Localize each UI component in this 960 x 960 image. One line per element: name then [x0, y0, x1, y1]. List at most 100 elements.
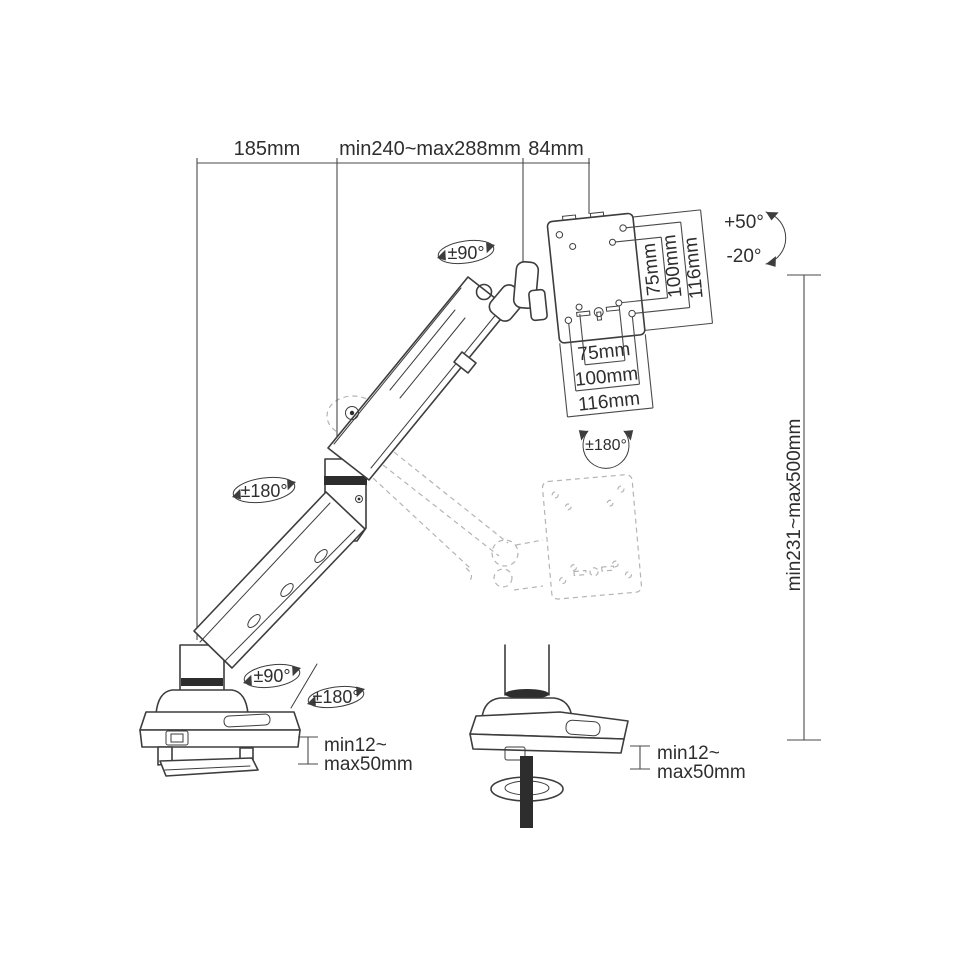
head-swivel-arrow-left [437, 249, 446, 261]
elbow-rotation-arrow-left [232, 488, 241, 500]
clamp-top-face [139, 711, 301, 731]
base-rotate-arc [307, 685, 365, 709]
plate-rotation-arrow-left [578, 430, 588, 441]
tilt-label-down: -20° [726, 246, 761, 267]
base-swivel-arrow-right [292, 665, 301, 677]
lower-arm [193, 491, 366, 669]
plate-slot-right [605, 305, 621, 312]
grommet-usb-port-icon [504, 746, 526, 761]
clamp-thickness-left-line1: min12~ [324, 735, 387, 756]
clamp-jaw-edge [164, 765, 251, 771]
clamp-front-face [139, 729, 301, 748]
plate-rotation-label: ±180° [585, 437, 627, 454]
base-rotate-label: ±180° [312, 687, 359, 707]
base-post-ring [181, 678, 223, 686]
upper-arm-lower-screw-dot [349, 410, 355, 416]
dim-label-185mm: 185mm [234, 138, 301, 160]
head-swivel-arrow-right [486, 242, 495, 254]
base-swivel-arc [243, 663, 301, 689]
grommet-top-face [469, 711, 629, 740]
lower-arm-screw-slots [247, 549, 328, 628]
ghost-plate-keyhole [589, 567, 599, 577]
vesa-plate [546, 212, 646, 344]
elbow-rotation-label: ±180° [240, 481, 287, 501]
clamp-thickness-right-line2: max50mm [657, 762, 746, 783]
arm-assembly [193, 260, 548, 669]
clamp-top-slot [223, 713, 271, 728]
dim-label-84mm: 84mm [528, 138, 584, 160]
base-swivel-arrow-left [243, 674, 252, 686]
tilt-label-up: +50° [724, 212, 764, 233]
top-dimension-lines: 185mm min240~max288mm 84mm [196, 138, 590, 640]
ghost-arm-edge-1 [379, 440, 509, 544]
plate-slot-left [576, 310, 591, 317]
dim-label-height-range: min231~max500mm [784, 419, 805, 592]
head-joint [488, 260, 548, 322]
quick-release-tab [453, 351, 477, 374]
elbow-ring [324, 476, 367, 485]
upper-arm-pivot-hole [475, 283, 493, 301]
grommet-post-ring [505, 689, 549, 699]
plate-top-tab-right [589, 211, 605, 218]
clamp-lower-jaw [159, 757, 259, 777]
base-cone [155, 689, 249, 715]
clamp-thickness-right-line1: min12~ [657, 743, 720, 764]
base-swivel-label: ±90° [253, 666, 290, 686]
clamp-thickness-left: min12~ max50mm [298, 735, 413, 775]
plate-rotation-arrow-right [624, 430, 634, 441]
grommet-base-assembly [469, 644, 629, 828]
usb-port-inner [170, 733, 184, 743]
ghost-vesa-plate [541, 474, 643, 600]
clamp-thickness-right-bracket [630, 745, 650, 770]
ghost-joint-links [513, 539, 544, 591]
ghost-alternate-position [326, 395, 643, 600]
vesa-width-100: 100mm [574, 363, 639, 391]
vesa-width-116: 116mm [577, 388, 641, 415]
ghost-head-joint [491, 539, 519, 567]
plate-rotation-indicator: ±180° [578, 430, 634, 469]
head-swivel-label: ±90° [447, 243, 484, 263]
tilt-indicator: +50° -20° [724, 211, 787, 267]
grommet-post [504, 644, 550, 696]
elbow-rotation-arrow-right [287, 479, 296, 491]
plate-keyhole [593, 307, 604, 318]
upper-arm-lower-screw [345, 406, 359, 420]
ghost-arm-edge-2 [368, 453, 500, 557]
ghost-plate-holes [551, 485, 633, 585]
head-swivel-indicator: ±90° [437, 239, 495, 265]
clamp-thickness-right: min12~ max50mm [630, 743, 746, 783]
ghost-arm-edge-3 [359, 465, 471, 569]
head-swivel-arc [437, 239, 495, 265]
upper-arm [327, 276, 510, 481]
elbow-screw-dot [357, 497, 361, 501]
ghost-plate-outline [541, 474, 643, 600]
usb-port-icon [165, 730, 189, 746]
base-rotation-indicators: ±90° ±180° [243, 663, 365, 709]
clamp-thickness-left-line2: max50mm [324, 754, 413, 775]
plate-keyhole-stem [596, 311, 603, 321]
elbow-rotation-arc [232, 476, 296, 504]
plate-rotation-arc [582, 430, 630, 469]
vesa-height-dimensions: 75mm 100mm 116mm [615, 209, 714, 331]
tilt-arrow-down [766, 256, 776, 267]
dim-label-arm-reach: min240~max288mm [339, 138, 521, 160]
gas-spring-slot [389, 309, 466, 399]
base-rotate-arrow-left [307, 695, 316, 707]
grommet-top-slot [565, 719, 601, 737]
clamp-base-assembly [139, 644, 301, 777]
ghost-plate-slot-right [601, 565, 615, 572]
elbow-screw [355, 495, 363, 503]
base-rotate-arrow-right [356, 686, 365, 698]
plate-top-tab-left [561, 214, 577, 221]
vesa-plate-group: 75mm 100mm 116mm 75mm 100mm 116mm [546, 209, 714, 418]
ghost-plate-slot-left [573, 569, 587, 577]
ghost-arm-endcap [465, 567, 473, 583]
threaded-rod [520, 756, 533, 828]
height-dimension-line [787, 274, 821, 741]
lower-arm-detail-lines [199, 502, 356, 662]
tilt-arrow-up [766, 212, 779, 221]
head-joint-link [528, 288, 548, 322]
upper-arm-edge-lines [333, 287, 499, 469]
